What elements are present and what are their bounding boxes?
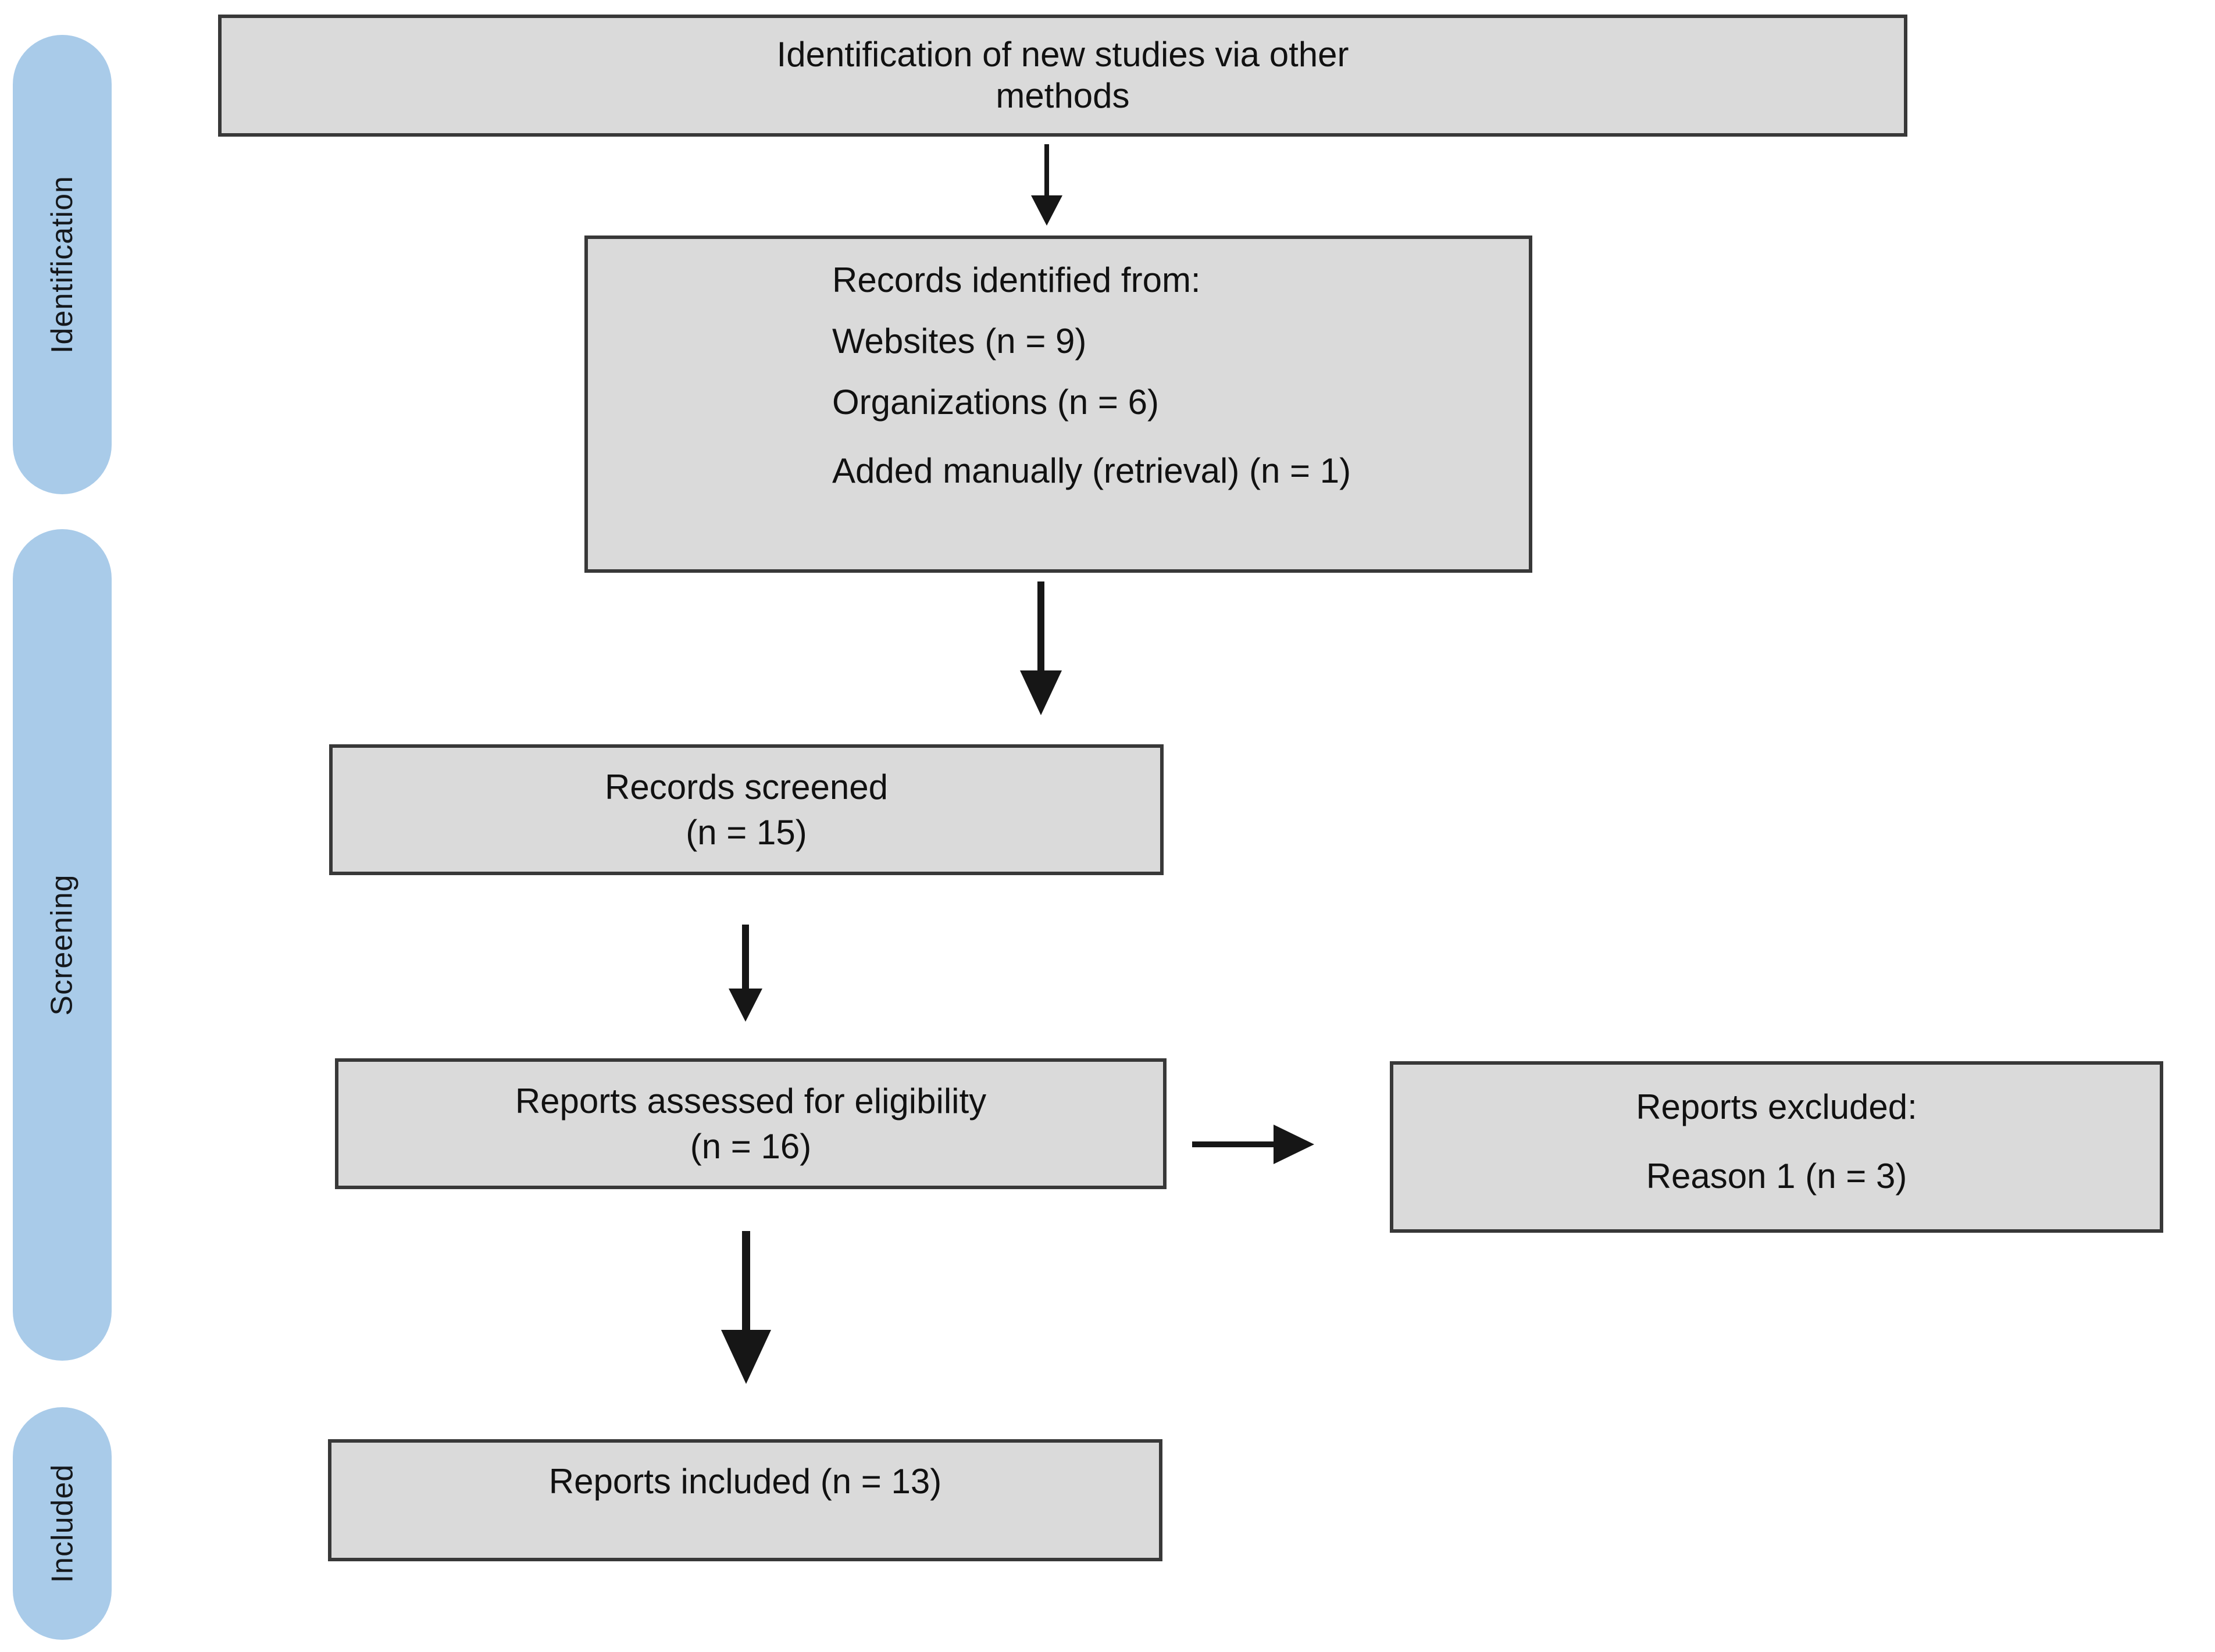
stage-label-screening: Screening <box>45 874 79 1016</box>
records-screened-line2: (n = 15) <box>686 812 807 852</box>
box-identification-methods-line2: methods <box>996 76 1130 115</box>
arrow-shaft <box>1044 144 1049 195</box>
arrow-shaft <box>742 925 749 989</box>
reports-assessed-line2: (n = 16) <box>690 1126 812 1166</box>
box-records-identified: Records identified from: Websites (n = 9… <box>584 236 1532 573</box>
stage-label-identification: Identification <box>45 176 79 354</box>
arrow-shaft <box>1192 1141 1274 1147</box>
records-identified-item-websites: Websites (n = 9) <box>832 321 1087 361</box>
arrow-assessed-to-excluded <box>1192 1125 1314 1164</box>
reports-excluded-reason-1: Reason 1 (n = 3) <box>1646 1156 1907 1196</box>
stage-pill-identification: Identification <box>13 35 112 494</box>
box-reports-excluded: Reports excluded: Reason 1 (n = 3) <box>1390 1061 2163 1233</box>
reports-assessed-line1: Reports assessed for eligibility <box>515 1081 987 1121</box>
arrow-head-icon <box>1020 670 1062 715</box>
stage-pill-included: Included <box>13 1407 112 1640</box>
reports-excluded-heading: Reports excluded: <box>1636 1087 1917 1126</box>
arrow-head-icon <box>721 1330 771 1384</box>
arrow-shaft <box>742 1231 750 1330</box>
box-records-identified-content: Records identified from: Websites (n = 9… <box>832 260 1529 492</box>
box-identification-methods: Identification of new studies via other … <box>218 15 1907 137</box>
arrow-screened-to-assessed <box>729 925 762 1022</box>
arrow-identified-to-screened <box>1020 581 1062 715</box>
arrow-head-icon <box>1274 1125 1314 1164</box>
records-screened-line1: Records screened <box>605 767 888 807</box>
box-reports-assessed: Reports assessed for eligibility (n = 16… <box>335 1058 1167 1189</box>
records-identified-item-organizations: Organizations (n = 6) <box>832 382 1159 422</box>
box-reports-included: Reports included (n = 13) <box>328 1439 1162 1561</box>
stage-pill-screening: Screening <box>13 529 112 1361</box>
records-identified-heading: Records identified from: <box>832 261 1201 299</box>
stage-label-included: Included <box>45 1464 80 1583</box>
reports-included-line1: Reports included (n = 13) <box>548 1462 942 1501</box>
box-identification-methods-line1: Identification of new studies via other <box>776 35 1349 74</box>
arrow-shaft <box>1037 581 1044 670</box>
arrow-methods-to-identified <box>1031 144 1062 226</box>
arrow-head-icon <box>729 989 762 1022</box>
arrow-assessed-to-included <box>721 1231 771 1384</box>
box-records-screened: Records screened (n = 15) <box>329 744 1164 875</box>
records-identified-item-added-manually: Added manually (retrieval) (n = 1) <box>832 451 1351 491</box>
arrow-head-icon <box>1031 195 1062 226</box>
